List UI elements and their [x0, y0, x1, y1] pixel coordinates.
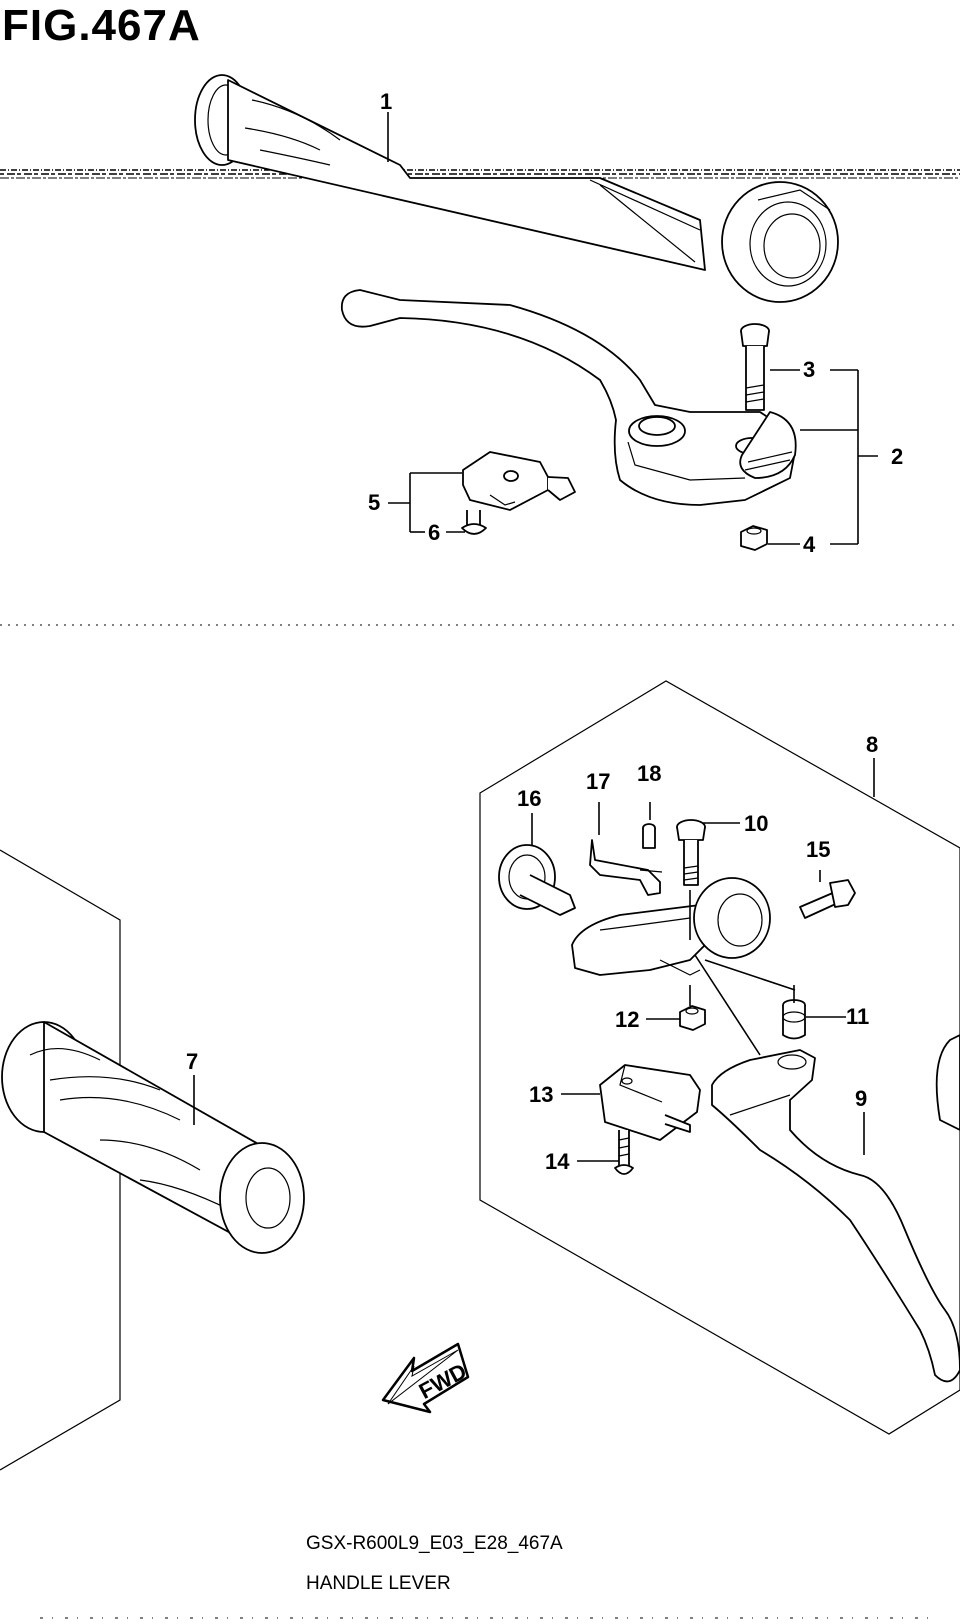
- callout-12: 12: [615, 1007, 639, 1032]
- callout-numbers: 1 2 3 4 5 6 7 8 9 10 11 12 13 14 15 16 1…: [186, 89, 903, 1174]
- bush-part-11[interactable]: [782, 999, 806, 1040]
- pivot-bolt-part-3[interactable]: [740, 323, 770, 411]
- bracket-part-17[interactable]: [589, 839, 663, 896]
- callout-15: 15: [806, 837, 830, 862]
- clutch-lever-holder: [571, 877, 771, 976]
- screw-part-14[interactable]: [614, 1130, 634, 1175]
- nut-part-4[interactable]: [740, 525, 768, 551]
- callout-2: 2: [891, 444, 903, 469]
- callout-5: 5: [368, 490, 380, 515]
- small-bolt-part-18[interactable]: [642, 823, 656, 849]
- pivot-bolt-part-10[interactable]: [676, 819, 706, 886]
- adjuster-knob-part-16[interactable]: [498, 844, 576, 916]
- clutch-switch-part-13[interactable]: [599, 1064, 701, 1141]
- left-grip-part-7[interactable]: [1, 1021, 305, 1254]
- fwd-arrow-icon: FWD: [381, 1342, 471, 1414]
- callout-8: 8: [866, 732, 878, 757]
- leader-lines-upper: [387, 112, 878, 545]
- callout-6: 6: [428, 520, 440, 545]
- callout-13: 13: [529, 1082, 553, 1107]
- nut-part-12[interactable]: [679, 1005, 706, 1031]
- front-brake-lever-part-2[interactable]: [340, 289, 797, 506]
- drawing-code: GSX-R600L9_E03_E28_467A: [306, 1533, 563, 1554]
- callout-14: 14: [545, 1149, 570, 1174]
- callout-11: 11: [846, 1004, 869, 1029]
- figure-title: FIG.467A: [2, 1, 201, 50]
- throttle-grip-part-1[interactable]: [194, 74, 839, 303]
- clutch-lever-part-9[interactable]: [711, 1034, 960, 1383]
- callout-7: 7: [186, 1049, 198, 1074]
- handlebar-line: [0, 169, 960, 179]
- callout-1: 1: [380, 89, 392, 114]
- callout-17: 17: [586, 769, 610, 794]
- callout-16: 16: [517, 786, 541, 811]
- callout-18: 18: [637, 761, 661, 786]
- callout-4: 4: [803, 532, 816, 557]
- bolt-part-15[interactable]: [799, 879, 856, 919]
- clutch-assembly-outline-part-8: [479, 680, 960, 1435]
- brake-light-switch-part-5[interactable]: [462, 451, 576, 511]
- drawing-name: HANDLE LEVER: [306, 1573, 451, 1594]
- callout-9: 9: [855, 1086, 867, 1111]
- screw-part-6[interactable]: [461, 510, 487, 535]
- leader-lines-lower: [193, 758, 875, 1162]
- callout-3: 3: [803, 357, 815, 382]
- callout-10: 10: [744, 811, 768, 836]
